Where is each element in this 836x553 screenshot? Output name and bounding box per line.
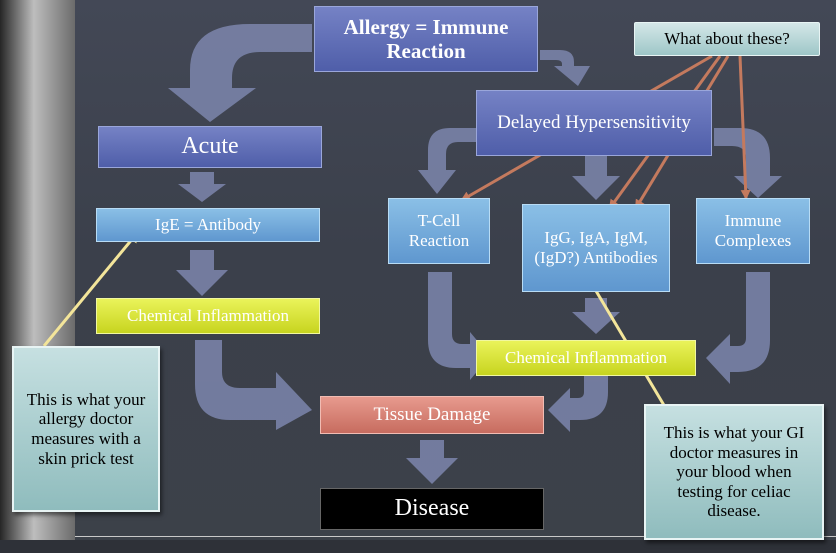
disease-box: Disease [320,488,544,530]
tissue-damage-box: Tissue Damage [320,396,544,434]
chem-left-text: Chemical Inflammation [127,306,289,326]
tissue-text: Tissue Damage [373,404,491,426]
arrow-tissue-to-disease [406,440,458,484]
arrow-igg-to-chem [572,298,620,334]
arrow-delayed-to-complexes [714,128,782,198]
delayed-box: Delayed Hypersensitivity [476,90,712,156]
arrow-title-to-delayed [540,24,590,86]
ige-text: IgE = Antibody [155,215,261,235]
note-gi-text: This is what your GI doctor measures in … [663,423,805,521]
question-box: What about these? [634,22,820,56]
ige-box: IgE = Antibody [96,208,320,242]
tcell-text: T-Cell Reaction [408,211,470,250]
immune-complexes-box: Immune Complexes [696,198,810,264]
title-box: Allergy = Immune Reaction [314,6,538,72]
arrow-tcell-to-chem [428,272,490,380]
chem-right-text: Chemical Inflammation [505,348,667,368]
disease-text: Disease [394,495,470,522]
note-gi-box: This is what your GI doctor measures in … [644,404,824,540]
tcell-box: T-Cell Reaction [388,198,490,264]
arrow-chem-to-tissue [195,340,312,430]
question-text: What about these? [664,29,790,49]
chem-inflammation-left-box: Chemical Inflammation [96,298,320,334]
immune-complexes-text: Immune Complexes [714,211,792,250]
callout-allergy-to-ige [42,230,140,347]
note-allergy-text: This is what your allergy doctor measure… [26,389,146,468]
igg-box: IgG, IgA, IgM, (IgD?) Antibodies [522,204,670,292]
chem-inflammation-right-box: Chemical Inflammation [476,340,696,376]
arrow-ige-to-chem [176,250,228,296]
acute-box: Acute [98,126,322,168]
bottom-bar [0,540,836,553]
arrow-chemright-to-tissue [548,372,608,432]
callout-to-complexes [738,55,751,200]
title-text: Allergy = Immune Reaction [343,14,509,63]
arrow-delayed-to-igg [572,152,620,200]
arrow-complexes-to-chem [706,272,770,384]
arrow-delayed-to-tcell [418,128,476,194]
acute-text: Acute [181,133,239,160]
igg-text: IgG, IgA, IgM, (IgD?) Antibodies [534,228,658,267]
arrow-acute-to-ige [178,172,226,202]
bottom-divider [75,536,836,537]
note-allergy-box: This is what your allergy doctor measure… [12,346,160,512]
arrow-title-to-acute [168,24,312,122]
delayed-text: Delayed Hypersensitivity [497,112,691,134]
